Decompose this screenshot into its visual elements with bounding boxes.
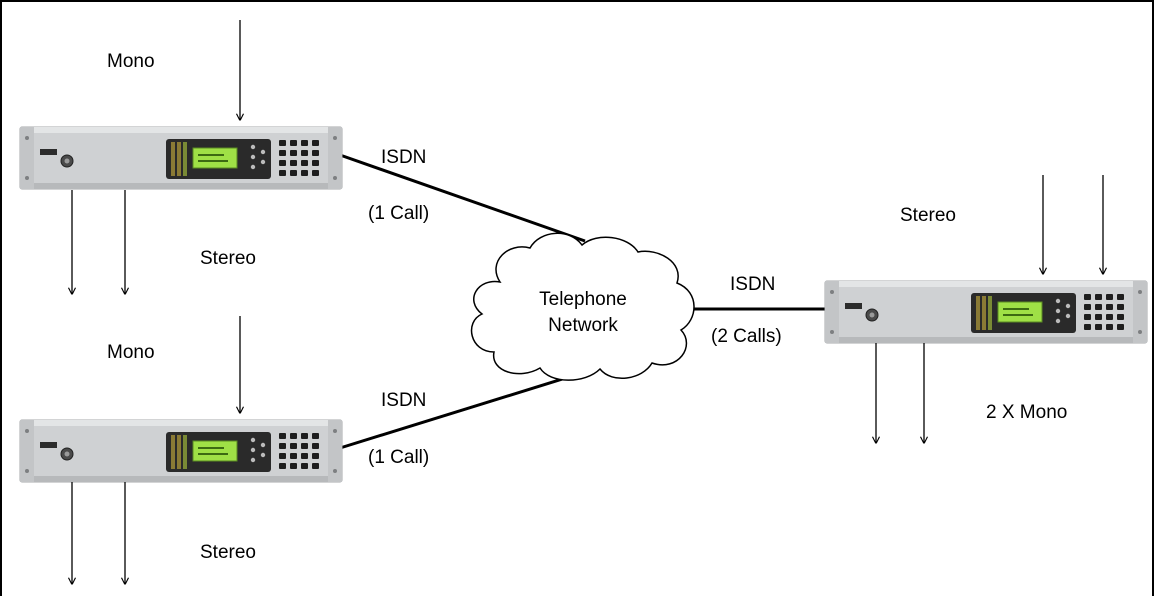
codec-c-output-label: 2 X Mono <box>986 402 1067 423</box>
codec-c-input-label: Stereo <box>900 205 956 226</box>
link-c-type-label: ISDN <box>730 274 775 295</box>
isdn-link-a <box>339 153 586 243</box>
network-label-line2: Network <box>548 315 618 336</box>
codec-a-device <box>19 126 343 190</box>
link-c-calls-label: (2 Calls) <box>711 326 782 347</box>
link-a-type-label: ISDN <box>381 147 426 168</box>
link-a-calls-label: (1 Call) <box>368 203 429 224</box>
link-b-type-label: ISDN <box>381 390 426 411</box>
cloud-icon <box>470 232 695 381</box>
codec-b-device <box>19 419 343 483</box>
isdn-link-b <box>339 370 586 450</box>
codec-b-input-label: Mono <box>107 342 155 363</box>
codec-b-output-label: Stereo <box>200 542 256 563</box>
codec-c-device <box>824 280 1148 344</box>
link-b-calls-label: (1 Call) <box>368 447 429 468</box>
codec-a-input-label: Mono <box>107 51 155 72</box>
network-label-line1: Telephone <box>539 289 627 310</box>
codec-a-output-label: Stereo <box>200 248 256 269</box>
